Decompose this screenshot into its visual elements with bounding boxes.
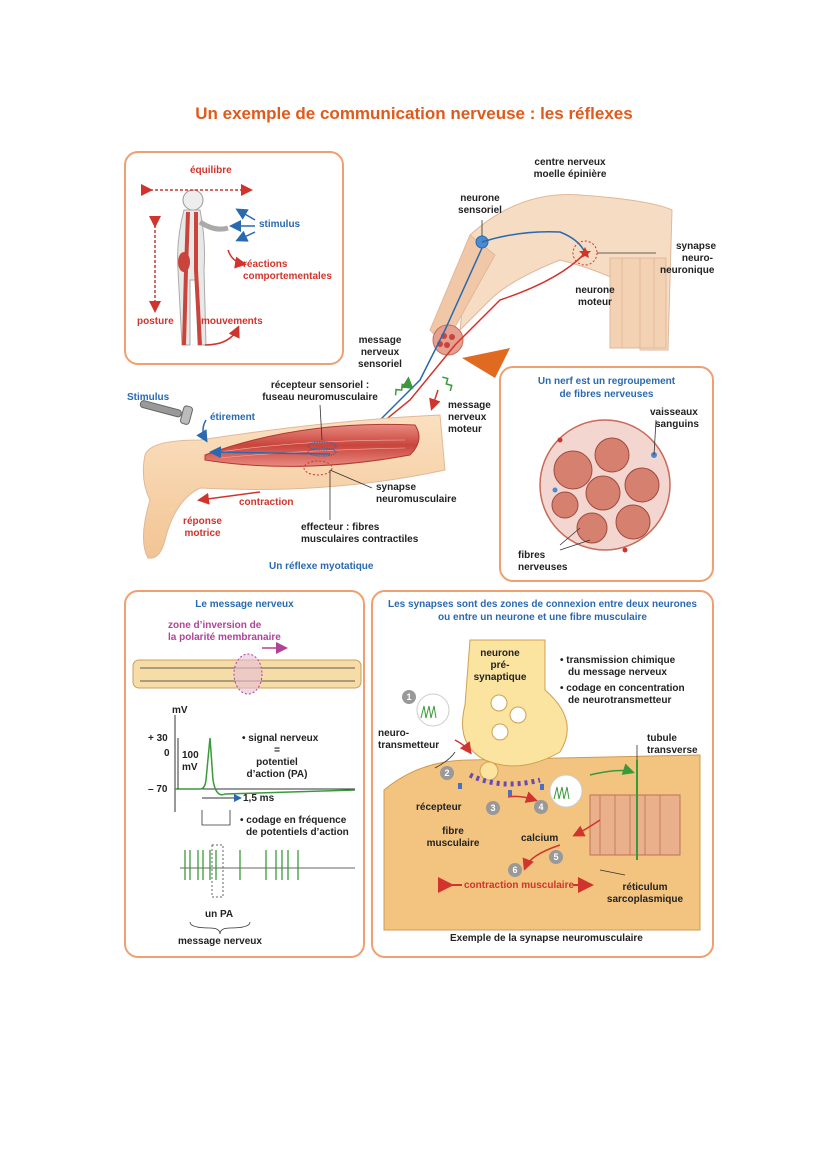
label-codage-1: • codage en fréquence	[240, 815, 347, 826]
label-recepteur-syn: récepteur	[416, 802, 462, 813]
message-panel	[124, 590, 365, 958]
reflex-caption: Un réflexe myotatique	[269, 561, 374, 572]
label-msg-moteur-3: moteur	[448, 424, 482, 435]
label-reponse-1: réponse	[183, 516, 222, 527]
label-codage-2: de potentiels d’action	[246, 827, 349, 838]
label-signal-3: potentiel	[256, 757, 298, 768]
label-msg-moteur-2: nerveux	[448, 412, 487, 423]
label-msg-moteur-1: message	[448, 400, 491, 411]
label-effecteur-1: effecteur : fibres	[301, 522, 380, 533]
label-signal-2: =	[274, 745, 280, 756]
label-neurone-pre-1: neurone	[480, 648, 520, 659]
human-figure	[177, 189, 229, 346]
tick-zero: 0	[164, 748, 170, 759]
page-title: Un exemple de communication nerveuse : l…	[195, 104, 633, 123]
label-synapse-neuro-1: synapse	[676, 241, 717, 252]
label-msg-sensoriel-1: message	[358, 335, 402, 346]
label-reactions-1: réactions	[243, 259, 288, 270]
label-calcium: calcium	[521, 833, 559, 844]
label-fibres-2: nerveuses	[518, 562, 568, 573]
label-signal-1: • signal nerveux	[242, 733, 319, 744]
label-neurone-sensoriel-1: neurone	[460, 193, 500, 204]
step-badge-3: 3	[486, 801, 500, 815]
synapse-bullet-1: • transmission chimique	[560, 655, 676, 666]
step-badge-5: 5	[549, 850, 563, 864]
synapse-panel	[371, 590, 714, 958]
step-badge-2: 2	[440, 766, 454, 780]
label-mouvements: mouvements	[201, 316, 263, 327]
label-message-nerveux: message nerveux	[178, 936, 262, 947]
label-neurotransmetteur-1: neuro-	[378, 728, 410, 739]
label-vaisseaux-2: sanguins	[655, 419, 699, 430]
synapse-title-2: ou entre un neurone et une fibre muscula…	[438, 612, 647, 623]
label-neurone-sensoriel-2: sensoriel	[458, 205, 502, 216]
tick-minus70: – 70	[148, 784, 168, 795]
synapse-title-1: Les synapses sont des zones de connexion…	[388, 599, 697, 610]
label-zone-1: zone d’inversion de	[168, 620, 262, 631]
label-synapse-neuro-3: neuronique	[660, 265, 715, 276]
label-msg-sensoriel-2: nerveux	[360, 347, 400, 358]
label-signal-4: d’action (PA)	[246, 769, 308, 780]
step-badge-4: 4	[534, 800, 548, 814]
label-etirement: étirement	[210, 412, 256, 423]
label-centre-1: centre nerveux	[534, 157, 606, 168]
nerve-title-2: de fibres nerveuses	[559, 389, 654, 400]
synapse-caption: Exemple de la synapse neuromusculaire	[450, 933, 643, 944]
label-contraction-musculaire: contraction musculaire	[464, 880, 575, 891]
label-neurotransmetteur-2: transmetteur	[378, 740, 440, 751]
label-effecteur-2: musculaires contractiles	[301, 534, 419, 545]
label-centre-2: moelle épinière	[533, 169, 607, 180]
label-reticulum-1: réticulum	[622, 882, 668, 893]
synapse-bullet-4: de neurotransmetteur	[568, 695, 672, 706]
label-posture: posture	[137, 316, 174, 327]
label-neurone-pre-2: pré-	[490, 660, 510, 671]
axis-unit-mv: mV	[172, 705, 188, 716]
step-badge-6: 6	[508, 863, 522, 877]
label-equilibre: équilibre	[190, 165, 232, 176]
label-neurone-moteur-1: neurone	[575, 285, 615, 296]
synapse-bullet-3: • codage en concentration	[560, 683, 685, 694]
behavior-panel	[124, 151, 344, 365]
label-100: 100	[182, 750, 199, 761]
label-reactions-2: comportementales	[243, 271, 332, 282]
label-synapse-nm-1: synapse	[376, 482, 417, 493]
label-stimulus: Stimulus	[127, 392, 170, 403]
label-tubule-1: tubule	[647, 733, 677, 744]
label-vaisseaux-1: vaisseaux	[650, 407, 698, 418]
label-reticulum-2: sarcoplasmique	[606, 894, 684, 905]
nerve-panel	[499, 366, 714, 582]
message-title: Le message nerveux	[195, 599, 294, 610]
label-contraction: contraction	[239, 497, 294, 508]
label-recepteur-1: récepteur sensoriel :	[270, 380, 370, 391]
synapse-bullet-2: du message nerveux	[568, 667, 667, 678]
label-synapse-neuro-2: neuro-	[681, 253, 713, 264]
label-neurone-moteur-2: moteur	[578, 297, 612, 308]
label-synapse-nm-2: neuromusculaire	[376, 494, 457, 505]
label-zone-2: la polarité membranaire	[168, 632, 281, 643]
label-msg-sensoriel-3: sensoriel	[358, 359, 402, 370]
nerve-title-1: Un nerf est un regroupement	[537, 376, 676, 387]
label-100-mv: mV	[182, 762, 198, 773]
label-tubule-2: transverse	[647, 745, 698, 756]
label-fibre-1: fibre	[442, 826, 464, 837]
label-duration: 1,5 ms	[243, 793, 275, 804]
tick-plus30: + 30	[148, 733, 168, 744]
label-stimulus-behavior: stimulus	[259, 219, 301, 230]
label-fibre-2: musculaire	[426, 838, 480, 849]
label-reponse-2: motrice	[184, 528, 221, 539]
step-badge-1: 1	[402, 690, 416, 704]
label-neurone-pre-3: synaptique	[473, 672, 527, 683]
label-fibres-1: fibres	[518, 550, 546, 561]
label-recepteur-2: fuseau neuromusculaire	[262, 392, 378, 403]
label-un-pa: un PA	[205, 909, 234, 920]
